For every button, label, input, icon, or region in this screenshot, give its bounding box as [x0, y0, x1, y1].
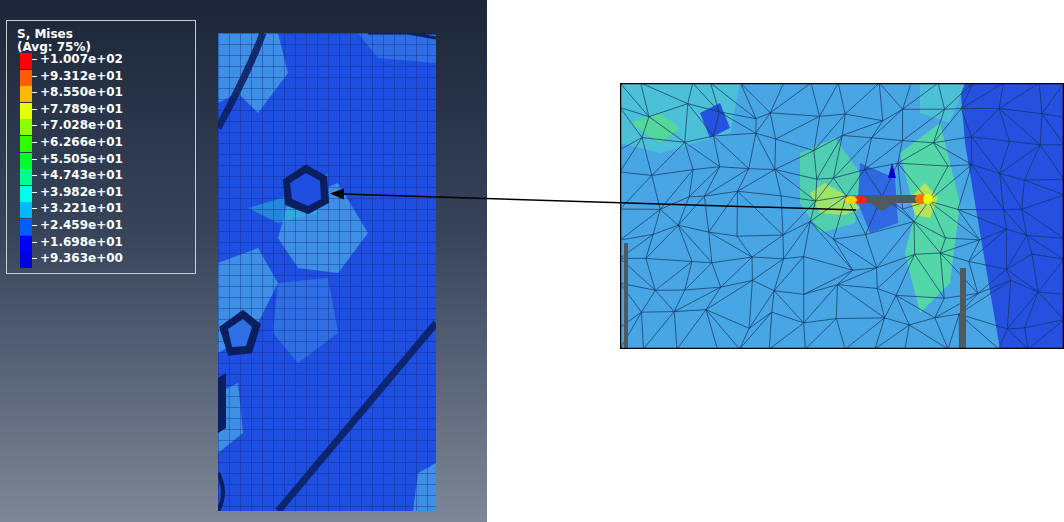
legend-tick: [32, 159, 37, 160]
legend-tick: [32, 76, 37, 77]
legend-value: +1.007e+02: [40, 52, 123, 66]
legend-tick: [32, 142, 37, 143]
legend-swatch: [20, 53, 32, 69]
legend-tick: [32, 125, 37, 126]
legend-tick: [32, 59, 37, 60]
legend-value: +4.743e+01: [40, 168, 123, 182]
legend-tick: [32, 225, 37, 226]
legend-swatch: [20, 136, 32, 152]
legend-tick: [32, 109, 37, 110]
legend-box: S, Mises(Avg: 75%)+1.007e+02 +9.312e+01 +8…: [6, 20, 196, 274]
legend-swatch: [20, 70, 32, 86]
legend-tick: [32, 192, 37, 193]
legend-swatch: [20, 119, 32, 135]
legend-swatch: [20, 169, 32, 185]
fe-mesh-model: [218, 33, 436, 511]
legend-swatch: [20, 202, 32, 218]
legend-tick: [32, 175, 37, 176]
legend-value: +7.789e+01: [40, 102, 123, 116]
legend-value: +2.459e+01: [40, 218, 123, 232]
legend-tick: [32, 208, 37, 209]
legend-value: +8.550e+01: [40, 85, 123, 99]
legend-title: S, Mises: [17, 27, 73, 41]
legend-value: +7.028e+01: [40, 118, 123, 132]
legend-swatch: [20, 252, 32, 268]
legend-subtitle: (Avg: 75%): [17, 40, 91, 54]
legend-tick: [32, 92, 37, 93]
legend-tick: [32, 242, 37, 243]
legend-value: +1.698e+01: [40, 235, 123, 249]
legend-swatch: [20, 236, 32, 252]
legend-swatch: [20, 219, 32, 235]
legend-value: +9.363e+00: [40, 251, 123, 265]
legend-swatch: [20, 86, 32, 102]
legend-value: +9.312e+01: [40, 69, 123, 83]
legend-value: +3.982e+01: [40, 185, 123, 199]
legend-swatch: [20, 103, 32, 119]
zoom-detail-view: [620, 83, 1064, 349]
legend-value: +3.221e+01: [40, 201, 123, 215]
legend-value: +5.505e+01: [40, 152, 123, 166]
legend-tick: [32, 258, 37, 259]
legend-value: +6.266e+01: [40, 135, 123, 149]
legend-swatch: [20, 153, 32, 169]
legend-swatch: [20, 186, 32, 202]
